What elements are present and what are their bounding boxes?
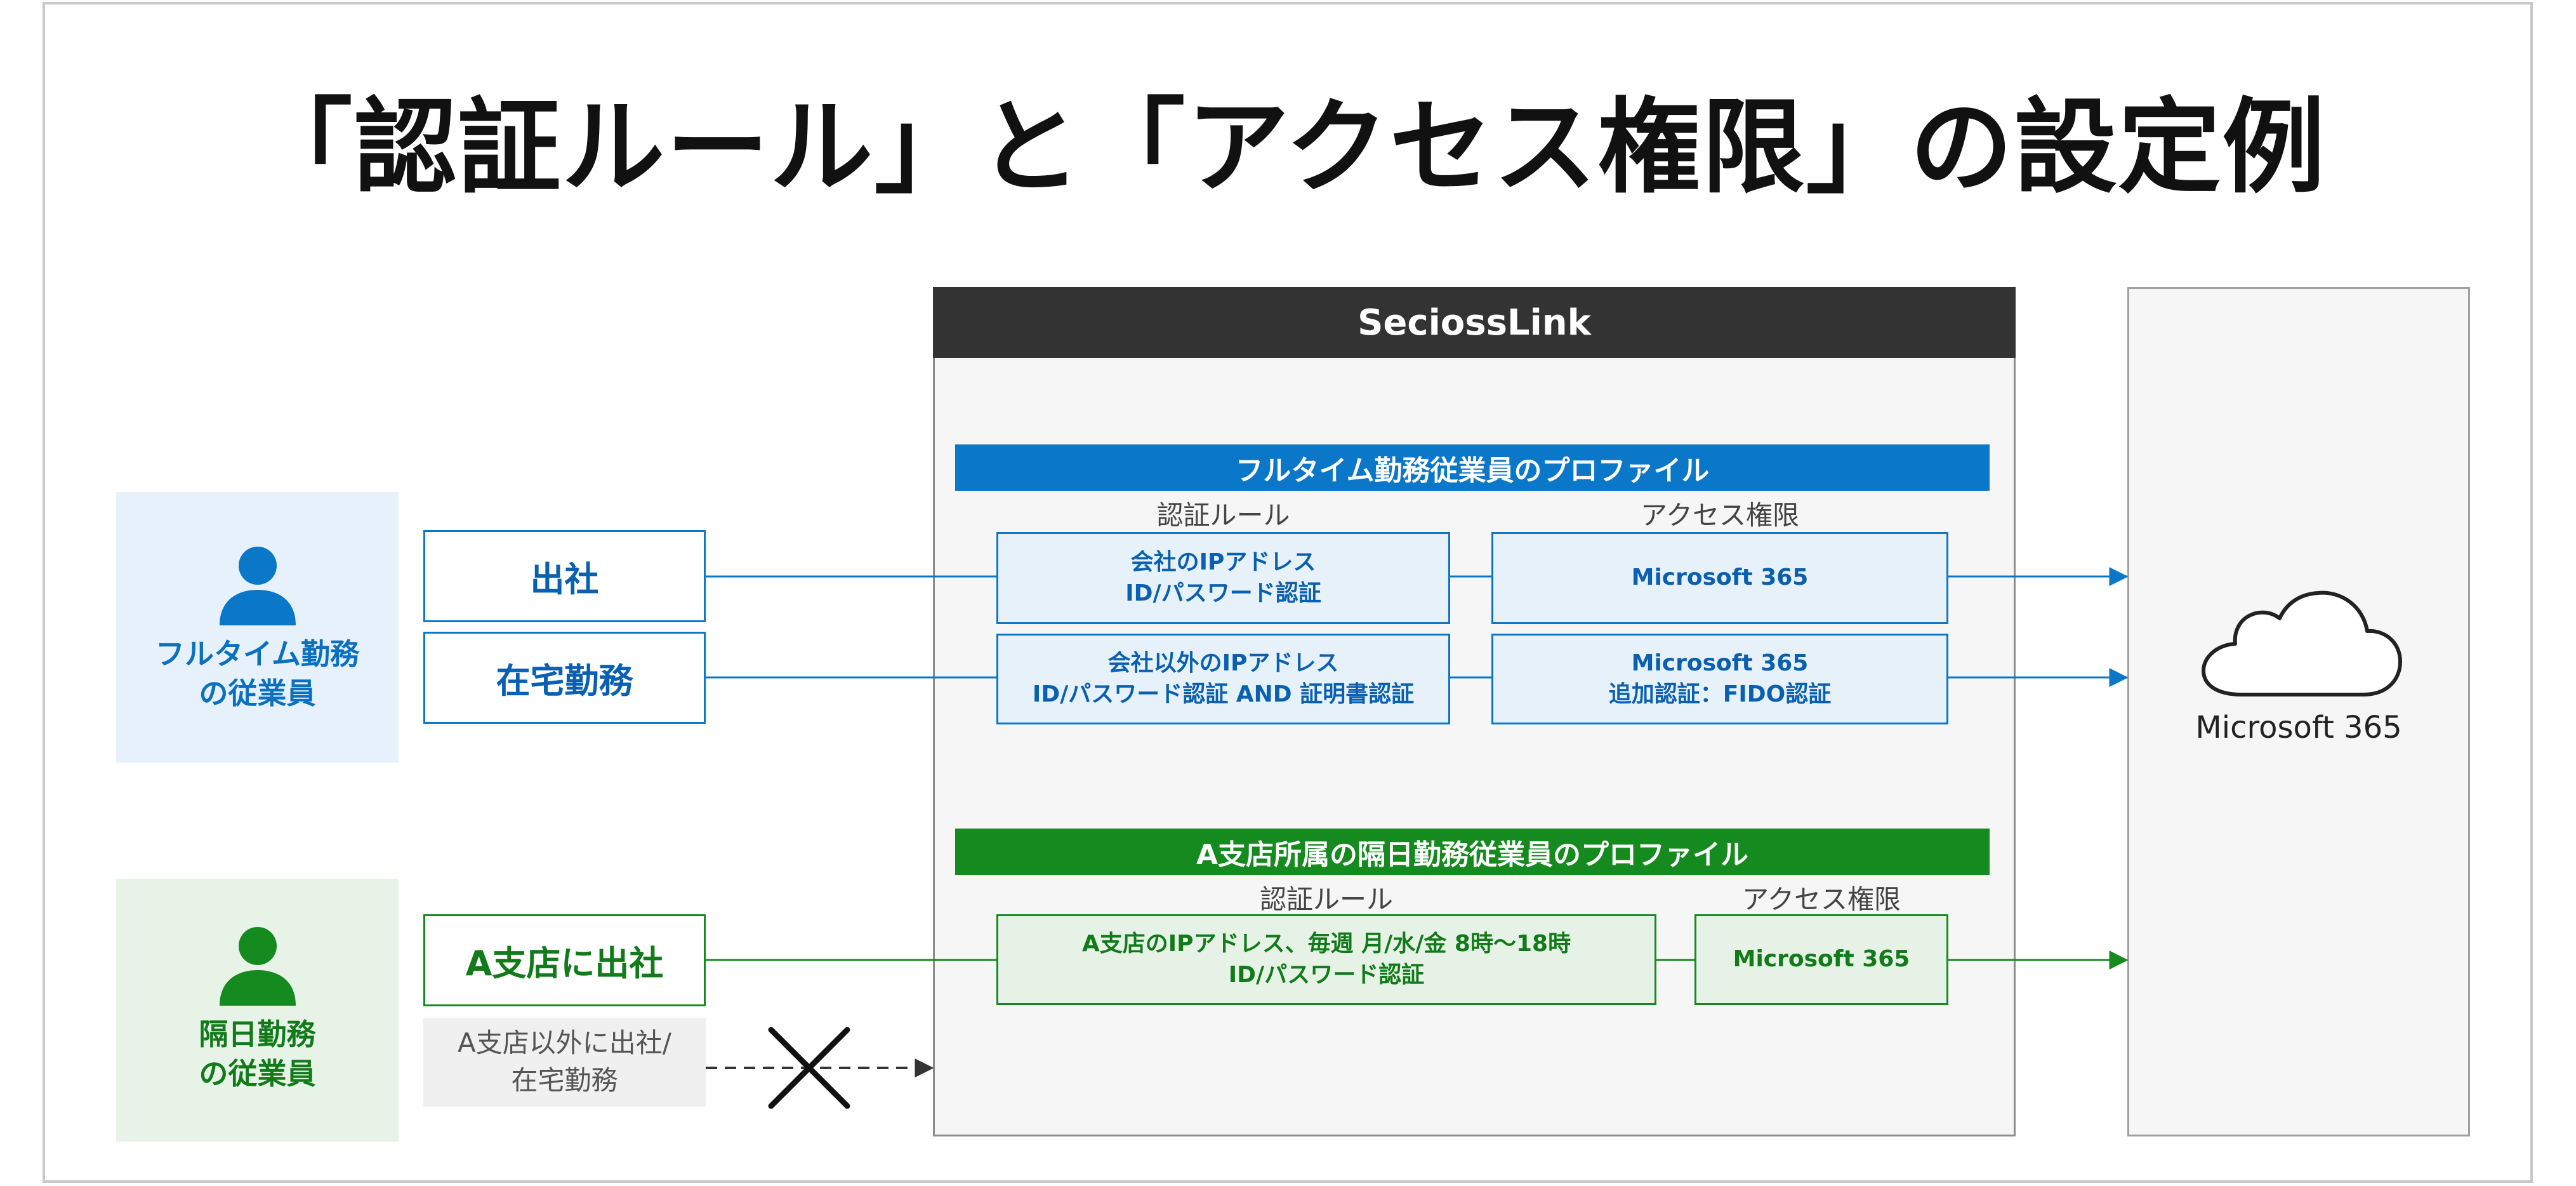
microsoft-365-label: Microsoft 365: [2195, 710, 2402, 745]
fulltime-profile-band: フルタイム勤務従業員のプロファイル: [955, 444, 1990, 491]
microsoft-365-box: [2127, 287, 2470, 1136]
person-label-line1: 隔日勤務: [199, 1017, 316, 1051]
rule-text: A支店のIPアドレス、毎週 月/水/金 8時～18時: [1081, 930, 1571, 957]
person-label-line2: の従業員: [199, 676, 316, 711]
person-icon: [219, 547, 296, 625]
auth-rule-label: 認証ルール: [1259, 884, 1393, 915]
auth-rule-label: 認証ルール: [1156, 500, 1290, 531]
rule-text: ID/パスワード認証 AND 証明書認証: [1032, 681, 1415, 707]
situation-home: 在宅勤務: [423, 632, 706, 724]
access-box: Microsoft 365 追加認証：FIDO認証: [1491, 634, 1948, 724]
fulltime-employee-card: フルタイム勤務 の従業員: [116, 492, 399, 763]
situation-other-line2: 在宅勤務: [511, 1065, 618, 1096]
rule-text: 会社以外のIPアドレス: [1107, 650, 1339, 676]
rule-text: 会社のIPアドレス: [1130, 549, 1316, 575]
auth-rule-box: 会社以外のIPアドレス ID/パスワード認証 AND 証明書認証: [996, 634, 1450, 724]
person-icon: [219, 927, 296, 1006]
branch-profile-band: A支店所属の隔日勤務従業員のプロファイル: [955, 829, 1990, 875]
access-text: 追加認証：FIDO認証: [1608, 681, 1832, 707]
access-box: Microsoft 365: [1694, 914, 1948, 1005]
rule-text: ID/パスワード認証: [1228, 961, 1425, 988]
diagram-frame: [43, 2, 2533, 1183]
panel-title: SeciossLink: [933, 287, 2016, 358]
person-label-line1: フルタイム勤務: [155, 637, 360, 671]
access-label: アクセス権限: [1641, 500, 1799, 531]
situation-other-line1: A支店以外に出社/: [458, 1027, 671, 1059]
diagram-title: 「認証ルール」と「アクセス権限」の設定例: [249, 88, 2327, 208]
cloud-icon: [2202, 590, 2402, 696]
x-mark-icon: [768, 1027, 850, 1109]
situation-office: 出社: [423, 530, 706, 622]
rule-text: ID/パスワード認証: [1125, 580, 1321, 606]
auth-rule-box: 会社のIPアドレス ID/パスワード認証: [996, 532, 1450, 624]
access-box: Microsoft 365: [1491, 532, 1948, 624]
auth-rule-box: A支店のIPアドレス、毎週 月/水/金 8時～18時 ID/パスワード認証: [996, 914, 1656, 1005]
access-text: Microsoft 365: [1631, 564, 1809, 591]
access-text: Microsoft 365: [1733, 946, 1910, 973]
situation-other: A支店以外に出社/ 在宅勤務: [423, 1018, 706, 1107]
access-text: Microsoft 365: [1631, 650, 1809, 676]
parttime-employee-card: 隔日勤務 の従業員: [116, 879, 399, 1142]
person-label-line2: の従業員: [199, 1056, 316, 1091]
situation-branch-office: A支店に出社: [423, 914, 706, 1006]
access-label: アクセス権限: [1742, 884, 1901, 915]
